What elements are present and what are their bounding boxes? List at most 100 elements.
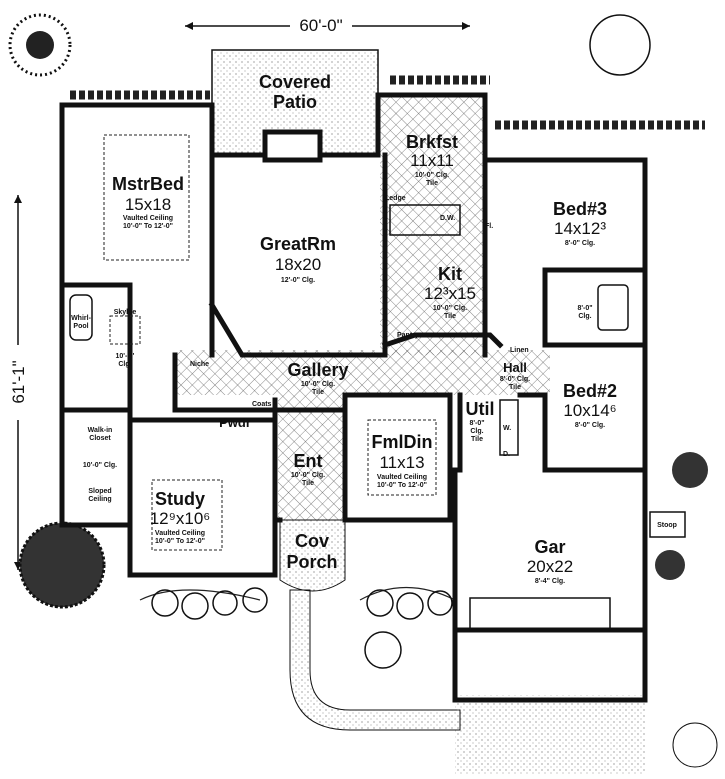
svg-text:Clg.: Clg. (578, 313, 591, 320)
svg-text:8'-0": 8'-0" (577, 305, 592, 312)
svg-text:20x22: 20x22 (527, 557, 573, 576)
garage-door (469, 597, 611, 631)
svg-text:Ceiling: Ceiling (88, 496, 111, 503)
fireplace (262, 129, 323, 163)
dishwasher-label: D.W. (440, 215, 455, 222)
linen-label: Linen (510, 347, 529, 354)
svg-text:12³x15: 12³x15 (424, 284, 476, 303)
svg-text:Tile: Tile (312, 389, 324, 396)
svg-text:Bed#2: Bed#2 (563, 381, 617, 401)
room-gallery: Gallery 10'-0" Clg. Tile (287, 360, 348, 396)
svg-text:Covered: Covered (259, 72, 331, 92)
entry-floor (278, 395, 343, 520)
fmldin-vault-outline (367, 419, 437, 496)
svg-text:Cov: Cov (295, 531, 329, 551)
porch-floor (279, 519, 346, 592)
svg-text:W.: W. (503, 425, 511, 432)
svg-text:Vaulted Ceiling: Vaulted Ceiling (123, 215, 173, 222)
washer-dryer (499, 399, 519, 456)
shrub-icon (8, 13, 718, 768)
width-dimension: 60'-0" (185, 16, 470, 35)
svg-text:10x14⁶: 10x14⁶ (563, 401, 616, 420)
pantry-label: Pantry (397, 332, 419, 339)
bath-2: 8'-0" Clg. (577, 305, 592, 320)
svg-text:10'-0": 10'-0" (116, 353, 135, 360)
svg-text:8'-4" Clg.: 8'-4" Clg. (535, 578, 565, 585)
fridge-label: Fl. (485, 223, 493, 230)
svg-text:Brkfst: Brkfst (406, 132, 458, 152)
svg-text:18x20: 18x20 (275, 255, 321, 274)
room-master-bed: MstrBed 15x18 Vaulted Ceiling 10'-0" To … (112, 174, 184, 230)
kitchen-floor (380, 95, 485, 355)
skylite-outline (109, 315, 141, 345)
svg-text:D.: D. (503, 451, 510, 458)
whirlpool-tub (69, 294, 93, 341)
svg-text:8'-0": 8'-0" (469, 420, 484, 427)
svg-text:10'-0" To 12'-0": 10'-0" To 12'-0" (155, 538, 205, 545)
room-breakfast: Brkfst 11x11 10'-0" Clg. Tile (406, 132, 458, 187)
svg-text:Tile: Tile (444, 313, 456, 320)
master-bath: Whirl- Pool Skylite 10'-0" Clg. (71, 309, 136, 368)
svg-text:8'-0" Clg.: 8'-0" Clg. (500, 376, 530, 383)
svg-text:8'-0" Clg.: 8'-0" Clg. (575, 422, 605, 429)
niche-label: Niche (190, 361, 209, 368)
driveway (455, 695, 645, 775)
svg-text:10'-0" To 12'-0": 10'-0" To 12'-0" (377, 482, 427, 489)
svg-text:Ent: Ent (294, 451, 323, 471)
svg-text:Pool: Pool (73, 323, 88, 330)
room-covered-porch: Cov Porch (286, 531, 337, 572)
svg-text:Closet: Closet (89, 435, 111, 442)
svg-text:Walk-in: Walk-in (88, 427, 113, 434)
walls (59, 92, 648, 703)
room-bed3: Bed#3 14x12³ 8'-0" Clg. (553, 199, 607, 247)
ledge-label: Ledge (385, 195, 406, 202)
room-great-room: GreatRm 18x20 12'-0" Clg. (260, 234, 336, 284)
room-kitchen: Kit 12³x15 10'-0" Clg. Tile (424, 264, 476, 320)
svg-text:MstrBed: MstrBed (112, 174, 184, 194)
stoop (649, 511, 686, 538)
svg-text:Vaulted Ceiling: Vaulted Ceiling (155, 530, 205, 537)
depth-dimension: 61'-1" (9, 195, 28, 570)
master-vault-outline (103, 134, 190, 261)
svg-text:Sloped: Sloped (88, 488, 111, 495)
room-garage: Gar 20x22 8'-4" Clg. (527, 537, 573, 585)
width-label: 60'-0" (299, 16, 342, 35)
stoop-label: Stoop (657, 522, 677, 529)
room-formal-dining: FmlDin 11x13 Vaulted Ceiling 10'-0" To 1… (372, 432, 433, 489)
svg-text:Vaulted Ceiling: Vaulted Ceiling (377, 474, 427, 481)
study-vault-outline (151, 479, 223, 551)
svg-text:Gar: Gar (534, 537, 565, 557)
room-patio: Covered Patio (259, 72, 331, 112)
svg-text:Kit: Kit (438, 264, 462, 284)
room-utility: Util 8'-0" Clg. Tile W. D. (466, 399, 512, 458)
walk-in-closet: Walk-in Closet 10'-0" Clg. Sloped Ceilin… (83, 427, 117, 503)
svg-text:Tile: Tile (302, 480, 314, 487)
svg-text:Patio: Patio (273, 92, 317, 112)
bathtub (597, 284, 629, 331)
svg-text:14x12³: 14x12³ (554, 219, 606, 238)
svg-text:10'-0" Clg.: 10'-0" Clg. (301, 381, 335, 388)
svg-text:10'-0" Clg.: 10'-0" Clg. (415, 172, 449, 179)
svg-text:Whirl-: Whirl- (71, 315, 91, 322)
svg-text:11x13: 11x13 (379, 453, 424, 472)
coats-label: Coats (252, 401, 272, 408)
svg-text:FmlDin: FmlDin (372, 432, 433, 452)
svg-text:10'-0" To 12'-0": 10'-0" To 12'-0" (123, 223, 173, 230)
room-hall: Hall 8'-0" Clg. Tile (500, 360, 530, 391)
svg-text:Bed#3: Bed#3 (553, 199, 607, 219)
room-bed2: Bed#2 10x14⁶ 8'-0" Clg. (563, 381, 617, 429)
kitchen-counter (389, 204, 461, 236)
svg-text:Tile: Tile (471, 436, 483, 443)
svg-text:12'-0" Clg.: 12'-0" Clg. (281, 277, 315, 284)
svg-text:Gallery: Gallery (287, 360, 348, 380)
svg-text:10'-0" Clg.: 10'-0" Clg. (291, 472, 325, 479)
svg-text:Clg.: Clg. (118, 361, 131, 368)
svg-text:8'-0" Clg.: 8'-0" Clg. (565, 240, 595, 247)
svg-text:Hall: Hall (503, 360, 527, 375)
svg-text:Util: Util (466, 399, 495, 419)
svg-text:Study: Study (155, 489, 205, 509)
room-study: Study 12⁹x10⁶ Vaulted Ceiling 10'-0" To … (150, 489, 211, 545)
depth-label: 61'-1" (9, 360, 28, 403)
svg-text:Clg.: Clg. (470, 428, 483, 435)
svg-text:Porch: Porch (286, 552, 337, 572)
